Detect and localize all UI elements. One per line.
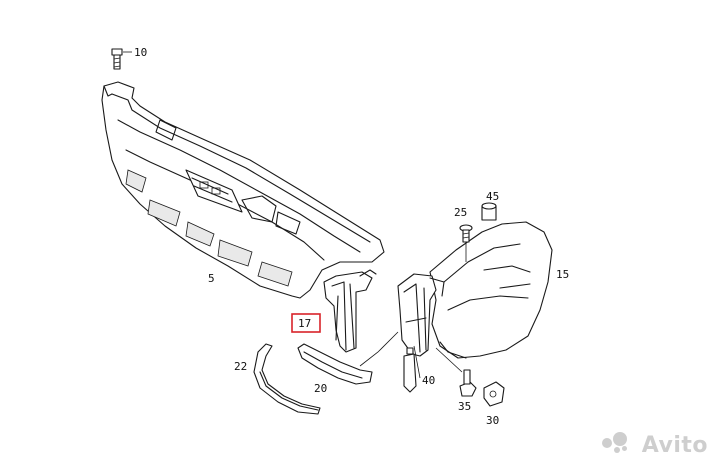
bolt-35 — [459, 369, 477, 397]
leader-line-40 — [413, 345, 421, 379]
label-5: 5 — [208, 272, 215, 285]
leader-line-20 — [359, 331, 399, 367]
front-panel-5 — [101, 81, 385, 299]
clip-40 — [403, 347, 417, 393]
bracket-right — [397, 273, 445, 357]
trim-strip-20 — [297, 343, 373, 385]
fender-15 — [429, 221, 553, 359]
leader-line-35 — [435, 347, 463, 373]
cap-45 — [481, 202, 497, 221]
clamp-30 — [483, 381, 505, 407]
bracket-17 — [323, 269, 377, 353]
highlight-box-17 — [291, 313, 321, 333]
label-40: 40 — [422, 374, 435, 387]
label-45: 45 — [486, 190, 499, 203]
label-30: 30 — [486, 414, 499, 427]
label-25: 25 — [454, 206, 467, 219]
watermark-text: Avito — [641, 433, 708, 458]
label-20: 20 — [314, 382, 327, 395]
label-15: 15 — [556, 268, 569, 281]
avito-logo-icon — [602, 432, 628, 454]
bolt-10 — [111, 48, 132, 70]
label-17: 17 — [298, 317, 311, 330]
label-22: 22 — [234, 360, 247, 373]
label-35: 35 — [458, 400, 471, 413]
label-10: 10 — [134, 46, 147, 59]
trim-strip-22 — [253, 343, 321, 415]
screw-25 — [459, 224, 473, 243]
